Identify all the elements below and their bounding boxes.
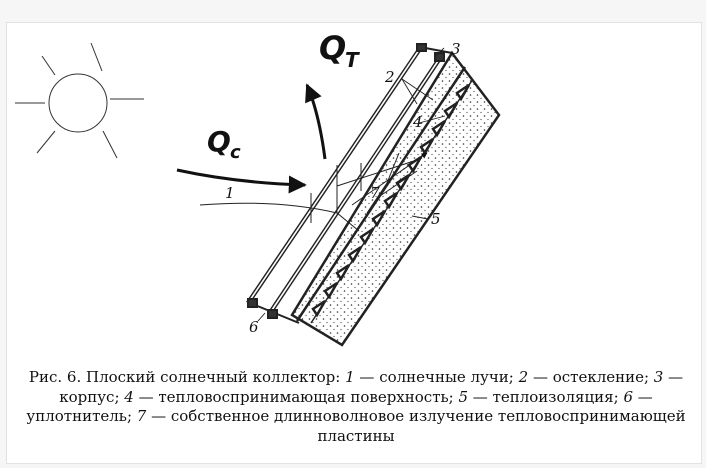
callout-2: 2 [384,68,395,86]
callout-leaders [257,47,446,322]
caption-num-7: 7 [136,407,147,425]
callouts: 1 2 3 4 5 6 7 [225,40,461,336]
caption-text-2: — остекление; [528,368,654,386]
caption-text-1: — солнечные лучи; [354,368,519,386]
glazing [246,48,442,315]
flux-arrows [176,83,327,194]
absorber-plate [295,66,474,324]
convective-loss-label: Q T [319,29,360,72]
caption-num-3: 3 [653,368,664,386]
caption-num-6: 6 [623,387,633,406]
svg-text:T: T [345,48,360,72]
callout-1: 1 [225,184,235,202]
solar-collector-diagram: Q T Q c 1 2 3 4 5 6 7 [15,29,501,347]
callout-7: 7 [370,184,380,202]
svg-text:c: c [230,142,241,163]
caption-text-4: — тепловоспринимающая поверхность; [133,387,459,406]
callout-4: 4 [412,113,423,131]
callout-5: 5 [431,210,441,228]
svg-text:Q: Q [207,125,231,158]
caption-num-2: 2 [518,368,529,386]
figure-caption: Рис. 6. Плоский солнечный коллектор: 1 —… [17,368,695,446]
callout-6: 6 [249,318,259,336]
svg-text:Q: Q [319,29,346,67]
caption-text-7: — собственное длинноволновое излучение т… [146,407,686,445]
caption-num-1: 1 [345,368,355,386]
ray-paths [199,152,428,232]
caption-num-4: 4 [124,387,134,406]
solar-flux-label: Q c [207,125,241,163]
caption-text-5: — теплоизоляция; [468,387,624,406]
caption-num-5: 5 [458,387,469,406]
caption-text-3: — корпус; [59,368,684,406]
callout-3: 3 [451,40,461,58]
caption-prefix: Рис. 6. Плоский солнечный коллектор: [28,368,341,386]
sun-icon [15,42,144,159]
caption-text-6: — уплотнитель; [26,387,653,426]
figure-sheet: Q T Q c 1 2 3 4 5 6 7 Рис. 6. Плоский со… [6,22,702,464]
